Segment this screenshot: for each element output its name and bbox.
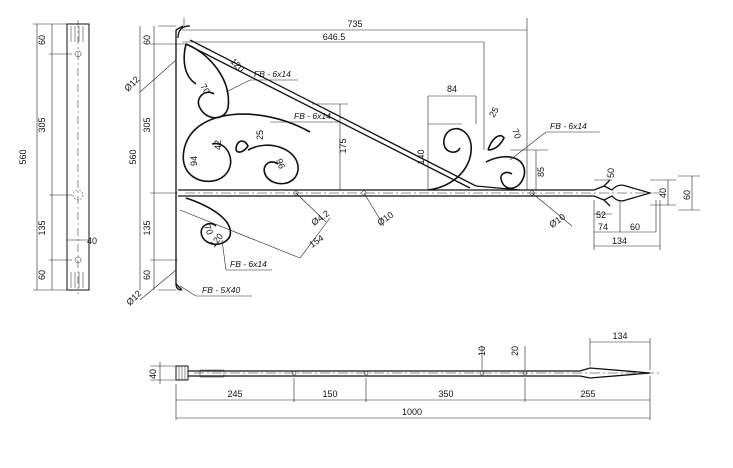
rod-hole-1 [293, 190, 299, 196]
dim-rod-dia-mid: Ø10 [375, 210, 395, 228]
scroll-center-small [247, 144, 299, 185]
dim-side-total: 560 [18, 149, 28, 164]
dim-main-upper: 305 [142, 117, 152, 132]
dim-tip-h: 40 [658, 188, 668, 198]
dim-right-scroll-h: 140 [416, 149, 426, 164]
label-fb-bottom-left: FB - 6x14 [230, 259, 267, 269]
dim-side-width: 40 [87, 236, 97, 246]
dim-side-upper: 305 [37, 117, 47, 132]
side-hole-top [74, 50, 82, 58]
dim-bottom-tip: 134 [612, 331, 627, 341]
bottom-view: 40 245 150 350 255 1000 134 10 20 [148, 331, 660, 420]
label-fb-right: FB - 6x14 [550, 121, 587, 131]
side-hole-mid [72, 189, 84, 201]
dim-bottom-total: 1000 [402, 407, 422, 417]
dim-main-top: 60 [142, 35, 152, 45]
dim-side-bottom: 60 [37, 270, 47, 280]
dim-right-leaf-r: 70 [510, 127, 523, 140]
rod-slot [199, 369, 225, 378]
leaf-left [235, 140, 249, 153]
dim-tip-d: 60 [630, 222, 640, 232]
rod-hole-b [363, 370, 369, 376]
dim-main-bottom: 60 [142, 270, 152, 280]
dim-curl-small-mid: 96 [274, 157, 287, 170]
scroll-center-large [182, 113, 311, 183]
dim-leaf-len-left: 25 [255, 130, 265, 140]
dim-hole-dia: Ø4.2 [309, 208, 331, 227]
dim-tip-c: 74 [598, 222, 608, 232]
dim-bottom-seg3: 350 [438, 389, 453, 399]
leaf-right [487, 134, 505, 151]
dim-arm-length: 646.5 [323, 32, 346, 42]
dim-scroll-inner-top: 70 [198, 82, 212, 96]
dim-scroll-radius-top: 120 [229, 56, 247, 74]
dim-pin-bottom: Ø12 [124, 288, 143, 307]
dim-bottom-h: 40 [148, 369, 158, 379]
scroll-right-large [427, 127, 472, 191]
dim-tip-total: 134 [612, 236, 627, 246]
rod-hole-2 [361, 190, 367, 196]
side-view: 560 60 305 135 60 40 [18, 20, 97, 294]
dim-right-curl-h: 85 [536, 167, 546, 177]
label-fb-top-left: FB - 6x14 [254, 69, 291, 79]
dim-bottom-seg1: 245 [227, 389, 242, 399]
dim-bottom-seg2: 150 [322, 389, 337, 399]
scroll-right-small [485, 156, 526, 189]
dim-right-leaf-len: 25 [487, 105, 501, 119]
dim-scroll-inner-bot: 70 [202, 223, 215, 236]
front-view: 560 60 305 135 60 735 646.5 120 70 175 4… [122, 18, 700, 307]
side-hole-bottom [74, 256, 82, 264]
dim-right-scroll-w: 84 [447, 84, 457, 94]
dim-overall-length: 735 [347, 19, 362, 29]
rod-hole-a [291, 370, 297, 376]
dim-pin-top: Ø12 [122, 74, 141, 93]
dim-tip-b: 52 [596, 210, 606, 220]
dim-main-total: 560 [128, 149, 138, 164]
dim-leaf-angle-left: 42 [213, 140, 223, 150]
dim-bottom-hole2: 20 [510, 346, 520, 356]
scroll-bottom-left [185, 197, 232, 246]
rod-hole-c [479, 370, 485, 376]
diagonal-brace [185, 43, 471, 189]
dim-hole-span: 154 [307, 233, 325, 250]
dim-tip-a: 50 [606, 168, 616, 178]
dim-bottom-hole1: 10 [477, 346, 487, 356]
dim-side-top: 60 [37, 35, 47, 45]
dim-rod-dia-right: Ø10 [547, 212, 567, 230]
dim-main-lower: 135 [142, 220, 152, 235]
dim-side-lower: 135 [37, 220, 47, 235]
label-fb-top-mid: FB - 6x14 [294, 111, 331, 121]
dim-curl-small-left: 94 [189, 156, 199, 166]
dim-tip-h2: 60 [682, 190, 692, 200]
label-fb-backplate: FB - 5X40 [202, 285, 241, 295]
spear-tip [593, 184, 653, 202]
dim-bottom-seg4: 255 [580, 389, 595, 399]
dim-curl-height: 175 [338, 138, 348, 153]
rod-hole-d [522, 370, 528, 376]
rod-hole-3 [529, 190, 535, 196]
